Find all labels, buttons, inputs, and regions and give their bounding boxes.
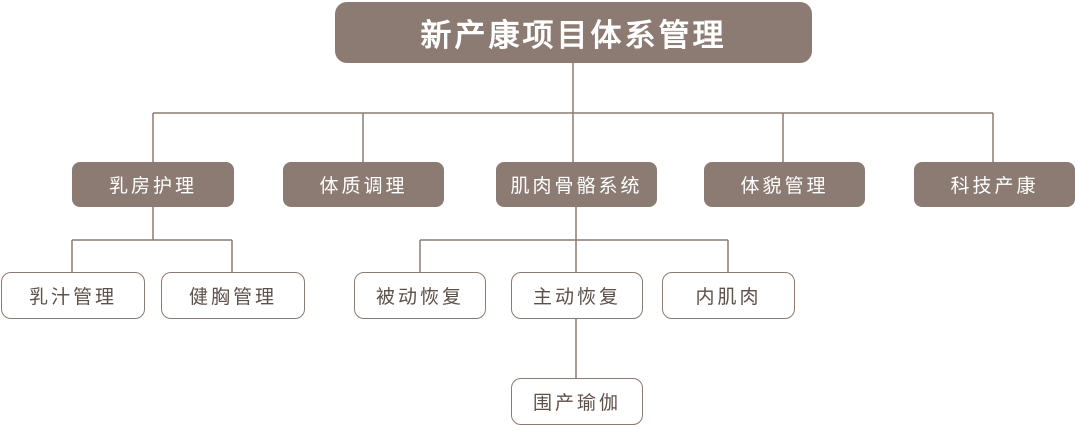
- subitem-milk-management: 乳汁管理: [1, 272, 145, 319]
- subitem-inner-muscle: 内肌肉: [662, 272, 795, 319]
- subitem-active-recovery: 主动恢复: [511, 272, 643, 319]
- category-physique-conditioning: 体质调理: [283, 162, 444, 207]
- subitem-perinatal-yoga: 围产瑜伽: [511, 378, 643, 425]
- subitem-chest-management: 健胸管理: [161, 272, 305, 319]
- root-node-title: 新产康项目体系管理: [335, 2, 812, 63]
- category-musculoskeletal-system: 肌肉骨骼系统: [496, 162, 657, 207]
- category-breast-care: 乳房护理: [72, 162, 234, 207]
- category-tech-postpartum: 科技产康: [914, 162, 1075, 207]
- category-appearance-management: 体貌管理: [704, 162, 865, 207]
- subitem-passive-recovery: 被动恢复: [354, 272, 486, 319]
